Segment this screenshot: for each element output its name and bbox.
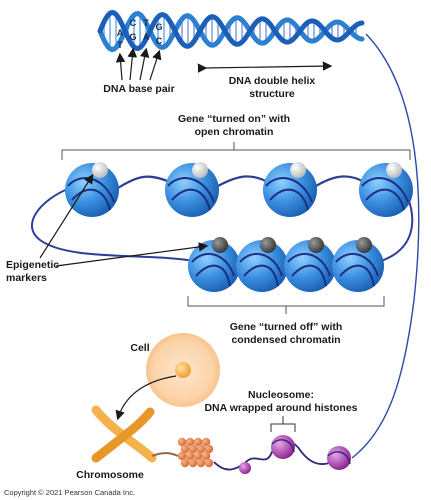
epigenetic-marker-on-4 — [386, 162, 402, 178]
double-helix-label-1: DNA double helix — [229, 75, 316, 87]
condensed-fiber-bead — [180, 444, 190, 454]
base-top-3: T — [143, 18, 149, 28]
connecting-dna-strand — [351, 33, 420, 459]
epigenetic-label-1: Epigenetic — [6, 259, 59, 271]
base-pair-arrows — [115, 47, 162, 81]
condensed-fiber-bead — [180, 458, 190, 468]
condensed-fiber-bead — [193, 451, 203, 461]
base-top-4: G — [155, 22, 162, 32]
base-bottom-3: A — [143, 32, 150, 42]
condensed-fiber-bead — [196, 444, 206, 454]
epigenetic-marker-off-4 — [356, 237, 372, 253]
condensed-fiber-cluster — [177, 437, 214, 468]
base-bottom-1: T — [117, 40, 123, 50]
condensed-nucleosome-row — [188, 237, 384, 292]
open-nucleosome-row — [65, 162, 413, 217]
chromatin-loop-right — [377, 197, 414, 263]
base-bottom-2: G — [129, 32, 136, 42]
gene-on-label-1: Gene “turned on” with — [178, 113, 290, 125]
condensed-fiber-bead — [201, 437, 211, 447]
base-arrow-2 — [127, 47, 138, 81]
double-helix-label-2: structure — [249, 88, 295, 100]
cell-to-chromosome-arrow — [115, 375, 177, 421]
epigenetic-arrow-off — [55, 242, 209, 267]
condensed-fiber-bead — [204, 458, 214, 468]
epigenetic-arrow-on — [39, 173, 94, 259]
open-nucleosome-2 — [165, 162, 219, 217]
base-top-1: A — [117, 28, 124, 38]
gene-on-label-2: open chromatin — [195, 126, 274, 138]
chromosome-shape — [91, 405, 157, 463]
open-nucleosome-1 — [65, 162, 119, 217]
histone-nucleosome-1 — [239, 462, 251, 474]
condensed-nucleosome-4 — [332, 237, 384, 292]
open-nucleosome-4 — [359, 162, 413, 217]
nucleosome-label-2: DNA wrapped around histones — [204, 402, 357, 414]
epigenetic-marker-on-1 — [92, 162, 108, 178]
chromosome-label: Chromosome — [76, 469, 144, 481]
base-top-2: C — [130, 18, 137, 28]
base-bottom-4: C — [156, 36, 163, 46]
chromosome-fiber — [151, 452, 179, 457]
condensed-fiber-bead — [196, 458, 206, 468]
condensed-fiber-bead — [185, 451, 195, 461]
condensed-fiber-bead — [185, 437, 195, 447]
nucleosome-label-1: Nucleosome: — [248, 389, 314, 401]
condensed-fiber-bead — [193, 437, 203, 447]
epigenetic-marker-on-2 — [192, 162, 208, 178]
condensed-nucleosome-3 — [284, 237, 336, 292]
condensed-fiber-bead — [204, 444, 214, 454]
condensed-nucleosome-2 — [236, 237, 288, 292]
condensed-nucleosome-1 — [188, 237, 240, 292]
copyright-text: Copyright © 2021 Pearson Canada Inc. — [4, 488, 135, 497]
epigenetic-marker-off-1 — [212, 237, 228, 253]
base-arrow-4 — [149, 49, 162, 81]
condensed-fiber-bead — [188, 444, 198, 454]
helix-strand-a — [97, 11, 365, 53]
histone-nucleosomes — [239, 435, 351, 474]
nucleosome-strand — [213, 440, 337, 471]
epigenetic-marker-off-3 — [308, 237, 324, 253]
base-arrow-1 — [115, 52, 126, 81]
epigenetic-marker-off-2 — [260, 237, 276, 253]
nucleosome-bracket — [270, 416, 296, 432]
chromatin-loop-left — [30, 187, 201, 263]
condensed-fiber-bead — [201, 451, 211, 461]
gene-off-label-2: condensed chromatin — [231, 334, 340, 346]
base-arrow-3 — [139, 47, 150, 81]
helix-strand-b — [97, 9, 365, 51]
cell-nucleus — [175, 362, 191, 378]
open-chromatin-linker — [117, 175, 365, 189]
open-nucleosome-3 — [263, 162, 317, 217]
condensed-fiber-bead — [188, 458, 198, 468]
base-pair-letters: A T C G T A G C — [117, 18, 163, 50]
epigenetic-marker-on-3 — [290, 162, 306, 178]
gene-off-bracket — [187, 296, 385, 314]
gene-off-label-1: Gene “turned off” with — [230, 321, 343, 333]
helix-span-arrow — [197, 61, 333, 73]
gene-on-bracket — [61, 142, 411, 160]
histone-nucleosome-3 — [327, 446, 351, 470]
dna-double-helix — [97, 9, 365, 53]
epigenetic-label-2: markers — [6, 272, 47, 284]
condensed-fiber-bead — [177, 437, 187, 447]
histone-nucleosome-2 — [271, 435, 295, 459]
cell-label: Cell — [130, 342, 149, 354]
condensed-fiber-bead — [177, 451, 187, 461]
dna-base-pair-label: DNA base pair — [103, 83, 174, 95]
